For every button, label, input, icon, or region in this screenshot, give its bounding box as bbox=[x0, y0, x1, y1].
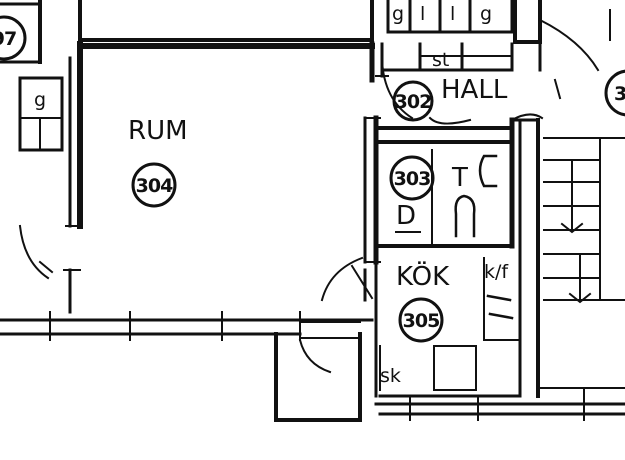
room-number-302-text: 302 bbox=[395, 91, 432, 113]
room-number-306: 30 bbox=[604, 69, 625, 117]
fixtures bbox=[454, 154, 514, 320]
label-rum: RUM bbox=[128, 116, 188, 146]
label-t: T bbox=[451, 163, 468, 193]
stove-icon bbox=[486, 294, 514, 320]
toilet-icon bbox=[454, 194, 476, 238]
label-g1: g bbox=[392, 3, 404, 25]
label-kok: KÖK bbox=[396, 260, 450, 292]
walls bbox=[0, 0, 625, 422]
label-sk: sk bbox=[380, 365, 401, 387]
room-number-303-text: 303 bbox=[394, 168, 431, 190]
label-g2: g bbox=[480, 3, 492, 25]
label-l2: l bbox=[450, 3, 455, 25]
label-kf: k/f bbox=[484, 261, 509, 283]
door-swings bbox=[18, 9, 611, 374]
washbasin-icon bbox=[478, 154, 498, 188]
room-number-297-text: 97 bbox=[0, 28, 16, 50]
room-number-303: 303 bbox=[389, 155, 435, 201]
room-labels: RUM HALL KÖK T D st g g l l g k/f sk bbox=[34, 3, 509, 387]
label-st: st bbox=[432, 49, 449, 71]
room-number-304-text: 304 bbox=[136, 175, 173, 197]
room-number-304: 304 bbox=[131, 162, 177, 208]
label-l1: l bbox=[420, 3, 425, 25]
staircase bbox=[543, 137, 625, 304]
label-hall: HALL bbox=[441, 75, 508, 105]
label-d: D bbox=[396, 201, 416, 231]
room-number-297: 97 bbox=[0, 15, 27, 61]
room-number-305: 305 bbox=[398, 297, 444, 343]
room-number-306-text: 30 bbox=[614, 83, 625, 105]
label-g-left: g bbox=[34, 89, 46, 111]
room-number-305-text: 305 bbox=[403, 310, 440, 332]
room-number-302: 302 bbox=[392, 80, 434, 122]
